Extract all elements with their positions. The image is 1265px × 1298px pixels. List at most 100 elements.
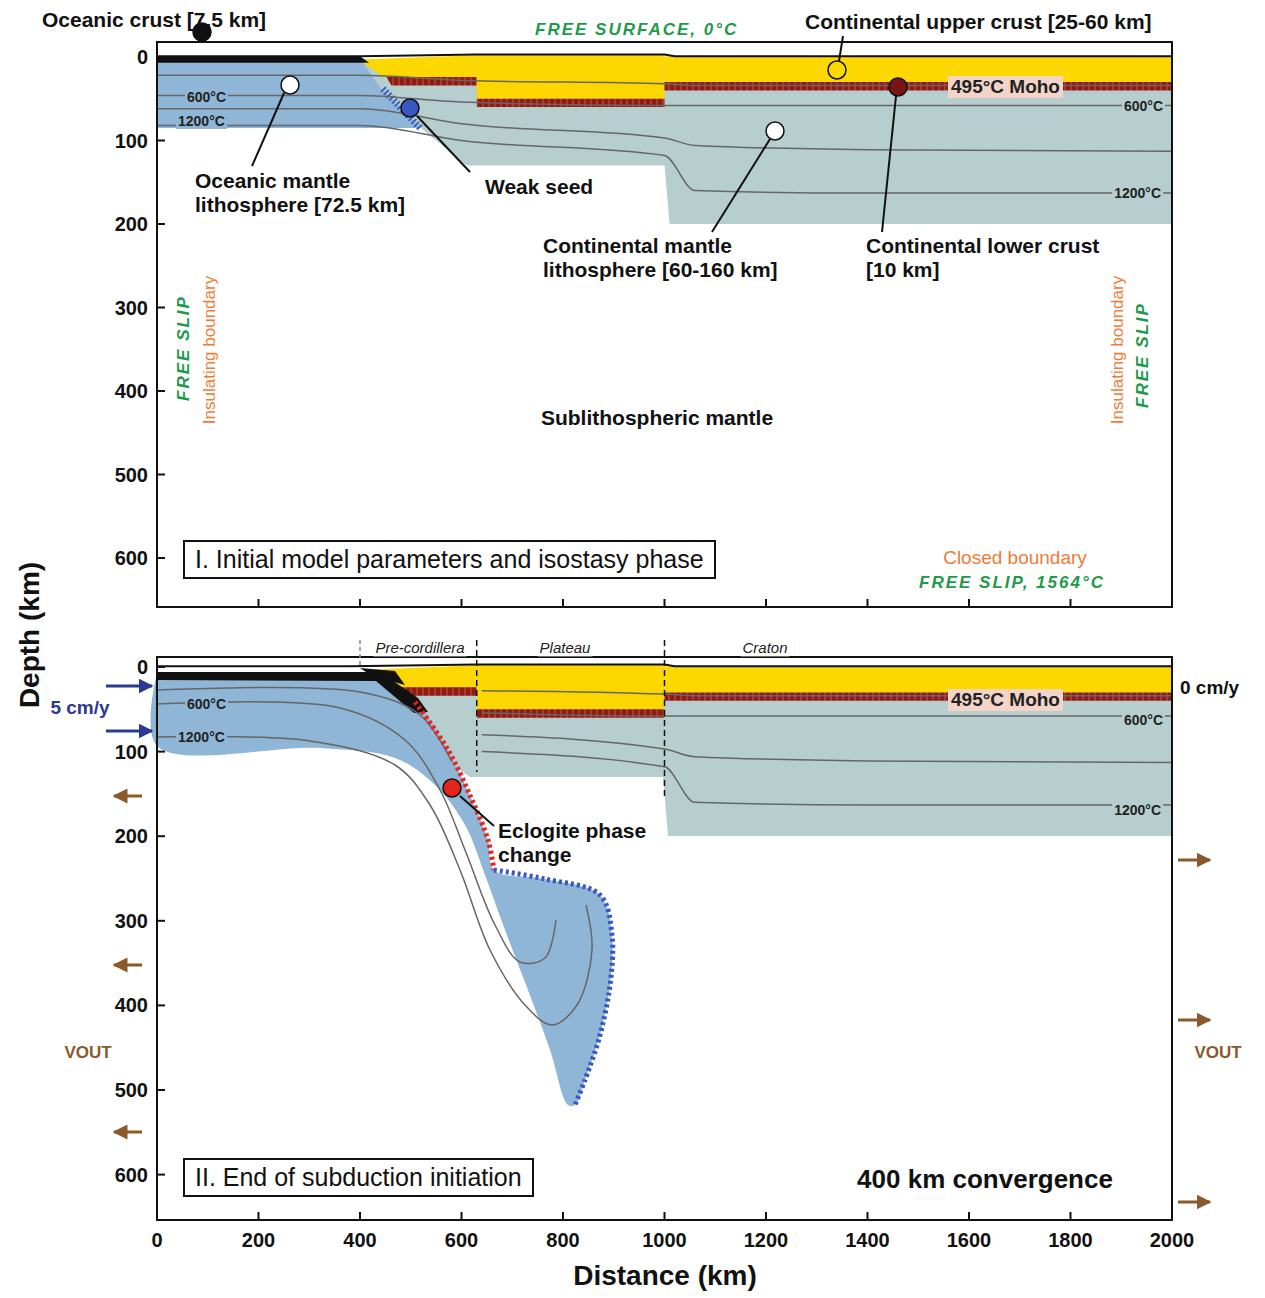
tick-label: 100 xyxy=(115,740,148,763)
lower-crust xyxy=(402,687,477,695)
label-co: Oceanic mantle lithosphere [72.5 km] xyxy=(195,169,465,217)
tick-label: 400 xyxy=(115,994,148,1017)
outflow-arrow xyxy=(1178,859,1210,862)
tick-label: 300 xyxy=(115,296,148,319)
outflow-arrow xyxy=(1178,1201,1210,1204)
callout-dot xyxy=(766,122,784,140)
label-big: 400 km convergence xyxy=(857,1165,1113,1195)
axis-tick xyxy=(157,474,165,476)
isotherm xyxy=(482,735,1172,763)
upper-crust xyxy=(477,664,665,709)
label-or: Insulating boundary xyxy=(200,276,220,424)
axis-tick xyxy=(1070,1212,1072,1220)
axis-tick xyxy=(765,599,767,607)
axis-tick xyxy=(157,920,165,922)
callout-dot xyxy=(828,61,846,79)
label-iso: 600°C xyxy=(185,696,228,712)
label-ax: Depth (km) xyxy=(14,562,46,708)
model-drawing xyxy=(106,23,1210,1220)
label-gr: FREE SURFACE, 0°C xyxy=(535,20,738,40)
eclogite-markers xyxy=(415,702,494,870)
isotherm xyxy=(157,687,452,762)
callout-dot xyxy=(889,78,907,96)
slab-crust-markers xyxy=(494,870,613,1105)
panel-title-box: I. Initial model parameters and isostasy… xyxy=(183,540,716,579)
panel-frame xyxy=(157,42,1172,607)
label-gr: FREE SLIP xyxy=(174,295,194,401)
label-it: Pre-cordillera xyxy=(373,639,466,656)
axis-tick xyxy=(157,1174,165,1176)
label-it: Plateau xyxy=(538,639,593,656)
tick-label: 0 xyxy=(151,1229,162,1252)
outflow-arrow xyxy=(1178,1019,1210,1022)
label-co: Weak seed xyxy=(485,175,593,199)
tick-label: 0 xyxy=(137,656,148,679)
velocity-arrow xyxy=(106,730,152,733)
label-iso: 1200°C xyxy=(1112,802,1163,818)
tick-label: 200 xyxy=(115,825,148,848)
axis-tick xyxy=(562,1212,564,1220)
tick-label: 500 xyxy=(115,1079,148,1102)
label-or2: Closed boundary xyxy=(943,547,1087,569)
axis-tick xyxy=(157,1089,165,1091)
label-iso: 600°C xyxy=(1122,98,1165,114)
label-iso: 1200°C xyxy=(1112,185,1163,201)
upper-crust xyxy=(665,666,1173,692)
tick-label: 0 xyxy=(137,46,148,69)
axis-tick xyxy=(157,557,165,559)
tick-label: 1600 xyxy=(947,1229,992,1252)
label-bl: 5 cm/y xyxy=(50,697,109,719)
axis-tick xyxy=(157,56,165,58)
label-zr: 0 cm/y xyxy=(1180,677,1239,699)
isotherm xyxy=(482,752,1172,805)
label-co: Continental mantle lithosphere [60-160 k… xyxy=(543,234,843,282)
label-br: VOUT xyxy=(1194,1043,1241,1063)
panel-title: I. Initial model parameters and isostasy… xyxy=(195,545,704,574)
leader-line xyxy=(882,96,896,232)
axis-tick xyxy=(157,390,165,392)
axis-tick xyxy=(157,835,165,837)
lower-crust xyxy=(665,692,1173,700)
panel-title-box: II. End of subduction initiation xyxy=(183,1158,534,1197)
label-mo: 495°C Moho xyxy=(948,76,1063,98)
axis-tick xyxy=(968,1212,970,1220)
axis-tick xyxy=(157,751,165,753)
tick-label: 600 xyxy=(115,547,148,570)
tick-label: 1200 xyxy=(744,1229,789,1252)
axis-tick xyxy=(1070,599,1072,607)
leader-line xyxy=(252,93,284,166)
axis-tick xyxy=(867,1212,869,1220)
axis-tick xyxy=(359,1212,361,1220)
axis-tick xyxy=(867,599,869,607)
axis-tick xyxy=(157,307,165,309)
axis-tick xyxy=(157,666,165,668)
label-gr: FREE SLIP, 1564°C xyxy=(919,573,1105,593)
axis-tick xyxy=(156,1212,158,1220)
tick-label: 1800 xyxy=(1048,1229,1093,1252)
label-iso: 1200°C xyxy=(176,729,227,745)
axis-tick xyxy=(664,599,666,607)
isotherm xyxy=(157,702,556,964)
free-surface xyxy=(157,54,1172,56)
tick-label: 400 xyxy=(115,380,148,403)
axis-tick xyxy=(258,1212,260,1220)
outflow-arrow xyxy=(114,1131,142,1134)
axis-tick xyxy=(1171,1212,1173,1220)
label-mo: 495°C Moho xyxy=(948,689,1063,711)
axis-tick xyxy=(157,140,165,142)
label-br: VOUT xyxy=(64,1043,111,1063)
axis-tick xyxy=(258,599,260,607)
callout-dot xyxy=(401,99,419,117)
tick-label: 2000 xyxy=(1150,1229,1195,1252)
region-divider xyxy=(664,640,666,800)
tick-label: 600 xyxy=(445,1229,478,1252)
isotherm xyxy=(157,109,1172,152)
tick-label: 600 xyxy=(115,1163,148,1186)
label-it: Craton xyxy=(740,639,789,656)
lower-crust xyxy=(665,82,1173,90)
leader-line xyxy=(839,36,843,61)
isotherm xyxy=(157,737,592,1025)
region-divider xyxy=(359,640,361,668)
